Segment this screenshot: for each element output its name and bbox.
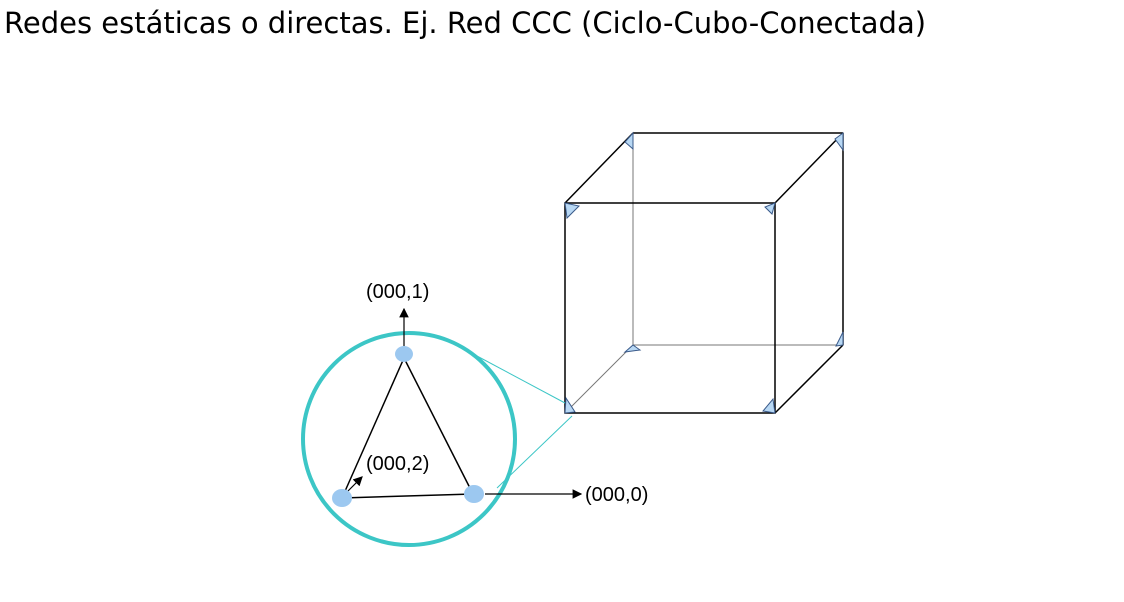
zoom-circle [301, 331, 517, 547]
corner-triangle [564, 202, 581, 220]
corner-triangle [764, 202, 776, 215]
node-label-left: (000,2) [366, 453, 429, 475]
cube [564, 131, 844, 414]
cycle-edge [341, 357, 405, 499]
corner-triangle [834, 132, 844, 152]
node-right [464, 485, 484, 503]
cube-front-face [564, 202, 776, 414]
cycle-edge [341, 493, 474, 499]
corner-triangle [564, 396, 576, 414]
node-label-top: (000,1) [366, 281, 429, 303]
cube-hidden-edge [564, 344, 634, 414]
cube-edge [774, 132, 844, 204]
cube-edge [564, 132, 634, 204]
node-label-right: (000,0) [585, 484, 648, 506]
slide-title: Redes estáticas o directas. Ej. Red CCC … [4, 6, 927, 40]
corner-triangle [624, 131, 634, 151]
corner-triangle [835, 331, 844, 347]
corner-triangles [564, 131, 844, 414]
corner-triangle [623, 344, 642, 353]
corner-triangle [762, 397, 776, 414]
zoom-line [476, 355, 566, 404]
node-left [332, 489, 352, 507]
node-top [395, 346, 413, 362]
cube-edge [774, 344, 844, 414]
cycle-edge [403, 357, 474, 495]
